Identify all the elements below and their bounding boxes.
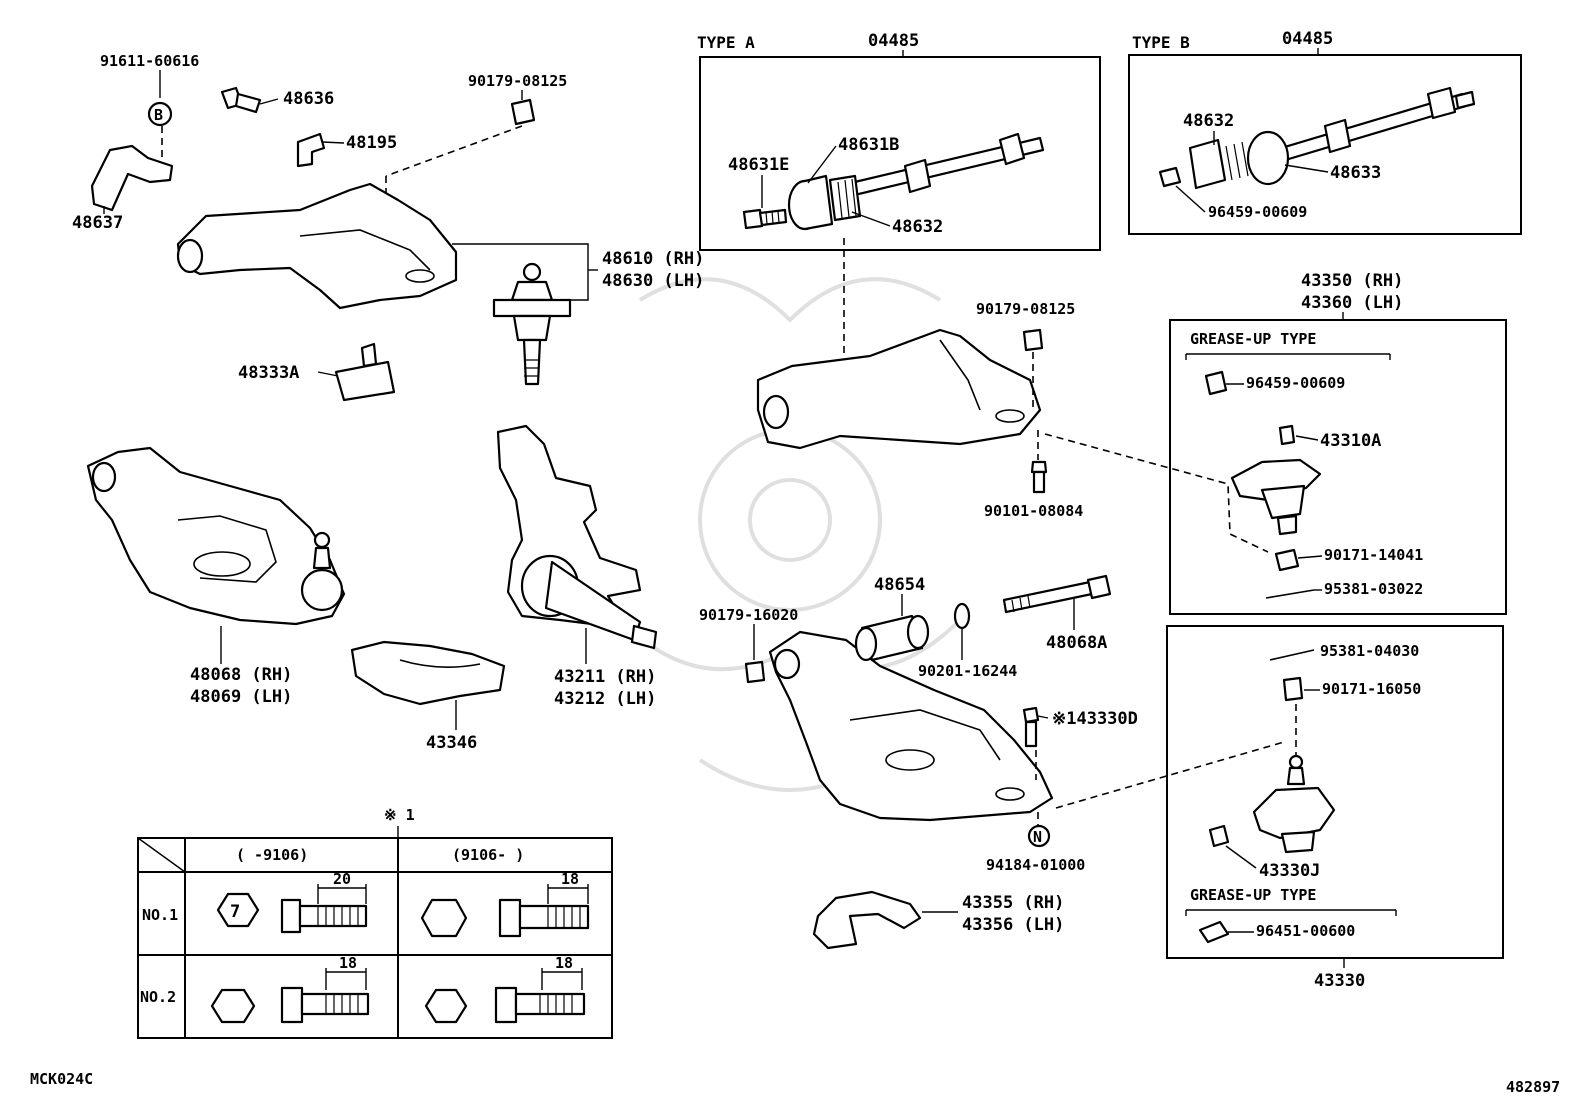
- table-row-no2: NO.2: [140, 988, 176, 1006]
- lower-grease-up-header: GREASE-UP TYPE: [1190, 886, 1316, 904]
- footer-right-code: 482897: [1506, 1078, 1560, 1096]
- table-col-1: ( -9106): [236, 846, 308, 864]
- table-row-no1: NO.1: [142, 906, 178, 924]
- label-90179-08125-b: 90179-08125: [976, 300, 1075, 318]
- center-upper-arm: 90179-08125 90101-08084: [756, 300, 1269, 553]
- label-48333a: 48333A: [238, 363, 299, 383]
- label-43355-rh: 43355 (RH): [962, 893, 1064, 913]
- label-95381-03022: 95381-03022: [1324, 580, 1423, 598]
- dim-r1c2: 18: [561, 870, 579, 888]
- center-lower-arm: 48654 90179-16020 90201-16244 48068A ※14…: [699, 574, 1285, 950]
- label-96451-00600: 96451-00600: [1256, 922, 1355, 940]
- label-48068-rh: 48068 (RH): [190, 665, 292, 685]
- label-48068a: 48068A: [1046, 633, 1107, 653]
- lower-ball-joint-section: 95381-04030 90171-16050 43330J GREASE-UP…: [1166, 625, 1504, 991]
- label-48631e: 48631E: [728, 155, 789, 175]
- label-90171-16050: 90171-16050: [1322, 680, 1421, 698]
- upper-arm-group: 91611-60616 B 48637 48636 48195 90179-08…: [72, 52, 704, 402]
- lower-ball-joint-part-number: 43330: [1314, 971, 1365, 991]
- type-b-section: TYPE B 04485 48632 48633 96459-00609: [1128, 29, 1522, 235]
- label-143330d: ※143330D: [1052, 709, 1138, 729]
- label-43356-lh: 43356 (LH): [962, 915, 1064, 935]
- dim-r2c2: 18: [555, 954, 573, 972]
- lower-arm-group: 48068 (RH) 48069 (LH) 43346 43211 (RH) 4…: [86, 424, 658, 753]
- label-48654: 48654: [874, 575, 925, 595]
- label-48610-rh: 48610 (RH): [602, 249, 704, 269]
- dim-r1c1: 20: [333, 870, 351, 888]
- label-90201-16244: 90201-16244: [918, 662, 1017, 680]
- footer-left-code: MCK024C: [30, 1070, 93, 1088]
- label-90179-16020: 90179-16020: [699, 606, 798, 624]
- label-43310a: 43310A: [1320, 431, 1381, 451]
- hex-mark: 7: [230, 902, 240, 922]
- type-a-section: TYPE A 04485 48631E 48631B 48632: [697, 31, 1101, 251]
- label-90179-08125-a: 90179-08125: [468, 72, 567, 90]
- label-43330j: 43330J: [1259, 861, 1320, 881]
- bolt-table: ※ 1 ( -9106) (9106- ) NO.1 NO.2 7 20 18: [137, 806, 613, 1039]
- stamp-b: B: [154, 106, 163, 124]
- type-b-header: TYPE B: [1132, 33, 1190, 52]
- table-col-2: (9106- ): [452, 846, 524, 864]
- label-94184-01000: 94184-01000: [986, 856, 1085, 874]
- label-43212-lh: 43212 (LH): [554, 689, 656, 709]
- upper-ball-joint-section: 43350 (RH) 43360 (LH) GREASE-UP TYPE 964…: [1169, 271, 1507, 615]
- label-48631b: 48631B: [838, 135, 899, 155]
- label-43211-rh: 43211 (RH): [554, 667, 656, 687]
- label-90171-14041: 90171-14041: [1324, 546, 1423, 564]
- label-48636: 48636: [283, 89, 334, 109]
- upper-ball-joint-lh: 43360 (LH): [1301, 293, 1403, 313]
- dim-r2c1: 18: [339, 954, 357, 972]
- label-96459-upper: 96459-00609: [1246, 374, 1345, 392]
- stamp-n: N: [1033, 828, 1042, 846]
- label-48195: 48195: [346, 133, 397, 153]
- label-96459-type-b: 96459-00609: [1208, 203, 1307, 221]
- label-91611-60616: 91611-60616: [100, 52, 199, 70]
- table-note: ※ 1: [384, 806, 415, 824]
- type-a-part-number: 04485: [868, 31, 919, 51]
- label-48069-lh: 48069 (LH): [190, 687, 292, 707]
- type-b-part-number: 04485: [1282, 29, 1333, 49]
- label-48630-lh: 48630 (LH): [602, 271, 704, 291]
- label-48633: 48633: [1330, 163, 1381, 183]
- label-48632-type-a: 48632: [892, 217, 943, 237]
- type-a-header: TYPE A: [697, 33, 755, 52]
- label-90101-08084: 90101-08084: [984, 502, 1083, 520]
- label-48632-type-b: 48632: [1183, 111, 1234, 131]
- label-48637: 48637: [72, 213, 123, 233]
- upper-grease-up-header: GREASE-UP TYPE: [1190, 330, 1316, 348]
- label-43346: 43346: [426, 733, 477, 753]
- upper-ball-joint-rh: 43350 (RH): [1301, 271, 1403, 291]
- label-95381-04030: 95381-04030: [1320, 642, 1419, 660]
